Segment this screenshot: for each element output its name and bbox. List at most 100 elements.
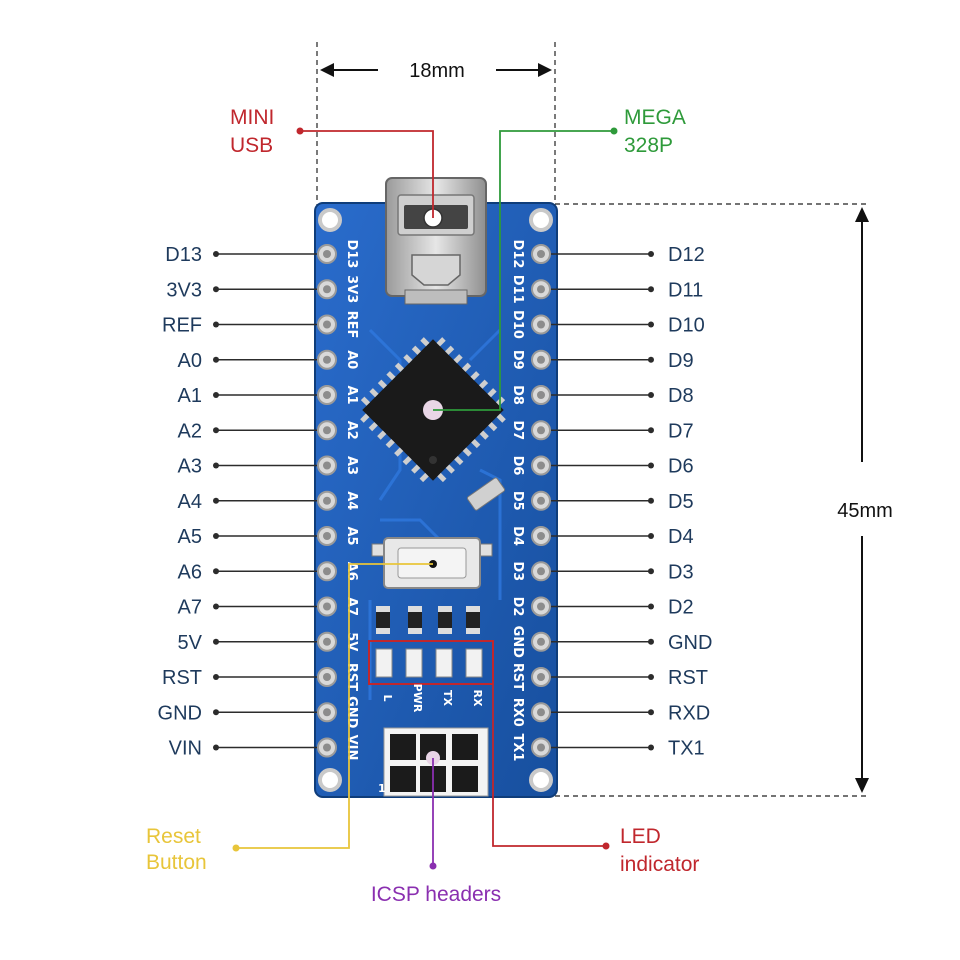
led-silk-pwr: PWR	[411, 684, 424, 713]
pin-hole	[323, 743, 331, 752]
pin-hole	[323, 602, 331, 611]
pin-leader-dot	[648, 638, 654, 645]
pin-hole	[537, 320, 545, 329]
right-pin-label: RST	[668, 667, 708, 689]
pin-hole	[323, 496, 331, 505]
icsp-label: ICSP headers	[371, 883, 501, 906]
left-silk-label: A6	[344, 562, 359, 581]
callout-icsp-headers: ICSP headers	[371, 758, 501, 906]
reset-label-line2: Button	[146, 851, 207, 874]
reset-button[interactable]	[371, 537, 493, 589]
right-pin-label: D3	[668, 561, 694, 583]
pin-leader-dot	[648, 321, 654, 328]
pin-hole	[323, 426, 331, 435]
left-silk-label: A4	[344, 491, 359, 510]
left-pin-label: A7	[178, 597, 202, 619]
pin-leader-dot	[213, 497, 219, 504]
right-pin-label: D11	[668, 279, 703, 301]
left-pin-label: REF	[162, 315, 202, 337]
right-silk-label: D11	[510, 275, 525, 304]
left-silk-label: VIN	[344, 735, 359, 761]
mounting-hole	[318, 768, 342, 792]
right-pin-label: D12	[668, 244, 705, 266]
pin-hole	[323, 320, 331, 329]
pin-leader-dot	[213, 427, 219, 434]
pin-leader-dot	[213, 462, 219, 469]
pin-hole	[537, 532, 545, 540]
pin-hole	[323, 532, 331, 540]
left-silk-label: 5V	[344, 632, 359, 651]
callout-reset-button: Reset Button	[146, 563, 433, 874]
right-pin-label: GND	[668, 632, 712, 654]
pin-hole	[537, 285, 545, 294]
mini-usb-label-line2: USB	[230, 134, 273, 157]
led-label-line2: indicator	[620, 853, 699, 876]
pin-leader-dot	[648, 533, 654, 539]
left-pin-label: GND	[158, 702, 202, 724]
left-pin-label: A1	[178, 385, 202, 407]
pin-leader-dot	[213, 674, 219, 680]
pin-hole	[323, 673, 331, 681]
pin-hole	[537, 496, 545, 505]
right-pin-label: D4	[668, 526, 694, 548]
mini-usb-label-line1: MINI	[230, 106, 274, 129]
left-silk-label: 3V3	[344, 275, 359, 303]
led-silk-rx: RX	[471, 690, 484, 707]
pin-hole	[323, 567, 331, 576]
left-silk-label: RST	[344, 663, 359, 691]
right-pin-header: D12D12D11D11D10D10D9D9D8D8D7D7D6D6D5D5D4…	[510, 240, 712, 762]
dimension-width: 18mm	[316, 42, 556, 205]
pin-leader-dot	[213, 533, 219, 539]
mounting-hole	[529, 768, 553, 792]
reset-label-line1: Reset	[146, 825, 201, 848]
pin-leader-dot	[648, 603, 654, 610]
pin-leader-dot	[648, 568, 654, 575]
pin-leader-dot	[213, 638, 219, 645]
left-silk-label: A2	[344, 421, 359, 440]
pin-leader-dot	[648, 709, 654, 716]
pin-hole	[323, 355, 331, 364]
height-label: 45mm	[837, 500, 893, 522]
right-silk-label: GND	[510, 626, 525, 659]
right-pin-label: D8	[668, 385, 694, 407]
left-silk-label: REF	[344, 311, 359, 339]
pin-leader-dot	[648, 462, 654, 469]
pin-leader-dot	[213, 251, 219, 257]
mounting-hole	[318, 208, 342, 232]
right-silk-label: TX1	[510, 734, 525, 762]
pin-leader-dot	[648, 674, 654, 680]
pin-hole	[537, 461, 545, 470]
led-silk-tx: TX	[441, 690, 454, 707]
led-label-line1: LED	[620, 825, 661, 848]
pin-leader-dot	[213, 356, 219, 363]
callout-led-indicator: LED indicator	[492, 661, 699, 876]
left-pin-label: D13	[165, 244, 202, 266]
left-silk-label: D13	[344, 240, 359, 269]
callout-mini-usb: MINI USB	[230, 106, 434, 218]
pin-leader-dot	[648, 427, 654, 434]
left-pin-label: A4	[178, 491, 202, 513]
left-silk-label: A3	[344, 456, 359, 475]
pin-hole	[323, 285, 331, 294]
pin-hole	[537, 637, 545, 646]
right-silk-label: D6	[510, 456, 525, 476]
pin-hole	[537, 250, 545, 258]
left-pin-label: A5	[178, 526, 202, 548]
led-silk-l: L	[381, 694, 394, 701]
pin-leader-dot	[213, 744, 219, 751]
pin-leader-dot	[648, 497, 654, 504]
right-silk-label: D10	[510, 310, 525, 339]
right-silk-label: D4	[510, 526, 525, 546]
right-pin-label: D9	[668, 350, 694, 372]
pin-leader-dot	[213, 568, 219, 575]
pin-hole	[537, 391, 545, 399]
mega-label-line1: MEGA	[624, 106, 686, 129]
right-pin-label: D10	[668, 315, 705, 337]
left-pin-label: 3V3	[166, 279, 202, 301]
pin-leader-dot	[213, 603, 219, 610]
pin-leader-dot	[648, 392, 654, 398]
right-silk-label: D3	[510, 561, 525, 581]
mini-usb-connector	[385, 177, 487, 305]
right-silk-label: D2	[510, 597, 525, 617]
